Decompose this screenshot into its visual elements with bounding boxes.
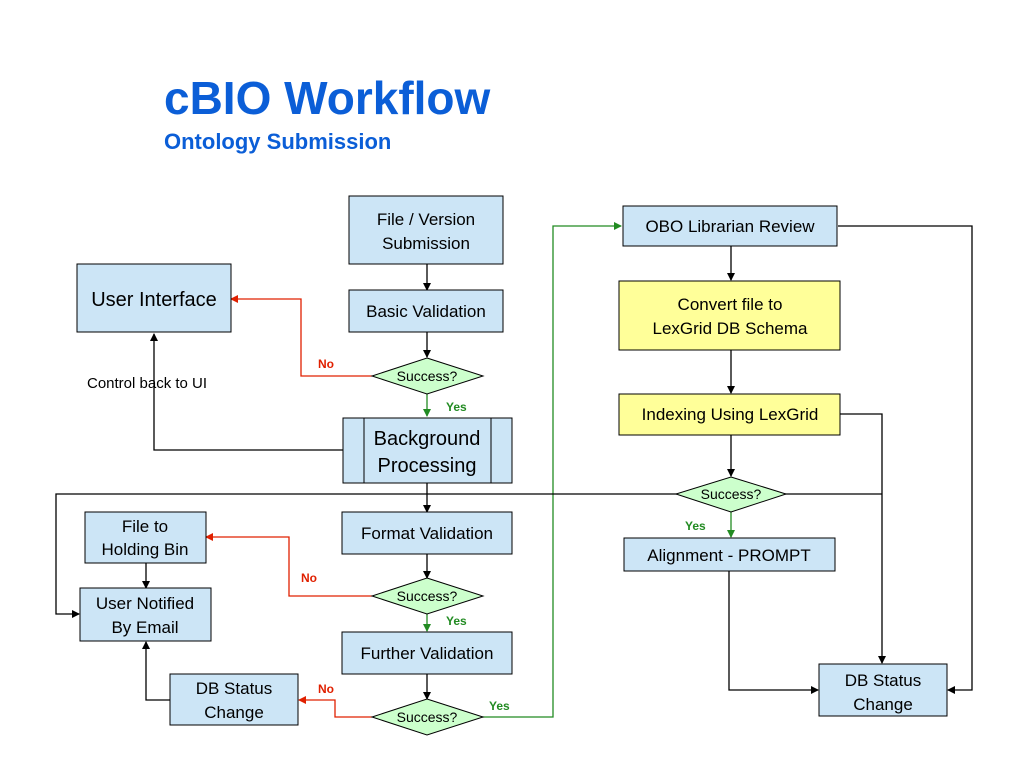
node-indexing: Indexing Using LexGrid <box>618 393 841 436</box>
edge-label-yes: Yes <box>446 400 467 414</box>
node-label: Change <box>204 703 264 722</box>
edge-label-yes: Yes <box>685 519 706 533</box>
node-success-4: Success? <box>674 476 788 513</box>
node-label: Submission <box>382 234 470 253</box>
edge-to-user-notified <box>55 493 882 618</box>
node-label: Background <box>374 428 481 450</box>
edge-label-no: No <box>318 357 334 371</box>
edge-success2-no <box>205 533 372 597</box>
node-label: LexGrid DB Schema <box>653 319 808 338</box>
connectors <box>55 222 973 718</box>
node-label: Basic Validation <box>366 302 486 321</box>
edge-control-back <box>150 333 343 451</box>
node-convert-file: Convert file to LexGrid DB Schema <box>618 280 841 351</box>
node-success-3: Success? <box>370 698 485 736</box>
node-label: User Interface <box>91 289 217 311</box>
node-db-status-change-left: DB Status Change <box>169 673 299 726</box>
node-label: Processing <box>378 455 477 477</box>
node-file-version-submission: File / Version Submission <box>348 195 504 265</box>
edge-label-no: No <box>318 682 334 696</box>
node-label: Success? <box>397 588 458 604</box>
node-label: Format Validation <box>361 524 493 543</box>
edge-alignment-to-db-right <box>728 571 819 694</box>
node-label: Success? <box>397 709 458 725</box>
node-label: Convert file to <box>678 295 783 314</box>
node-success-2: Success? <box>370 577 485 615</box>
node-label: Change <box>853 695 913 714</box>
node-label: File / Version <box>377 210 475 229</box>
node-success-1: Success? <box>370 357 485 395</box>
node-label: OBO Librarian Review <box>645 217 815 236</box>
edge-label-yes: Yes <box>489 699 510 713</box>
node-label: By Email <box>111 618 178 637</box>
node-label: Success? <box>701 486 762 502</box>
node-alignment: Alignment - PROMPT <box>623 537 836 572</box>
node-background-processing: Background Processing <box>342 417 513 484</box>
node-basic-validation: Basic Validation <box>348 289 504 333</box>
edge-label-yes: Yes <box>446 614 467 628</box>
edge-label-control-back: Control back to UI <box>87 375 207 392</box>
node-label: User Notified <box>96 594 194 613</box>
node-label: DB Status <box>845 671 922 690</box>
page-title: cBIO Workflow <box>164 72 491 124</box>
node-label: Alignment - PROMPT <box>647 546 810 565</box>
node-user-notified: User Notified By Email <box>79 587 212 642</box>
node-file-to-holding-bin: File to Holding Bin <box>84 511 207 564</box>
edge-label-no: No <box>301 571 317 585</box>
edge-db-left-to-notified <box>142 641 170 701</box>
node-db-status-change-right: DB Status Change <box>818 663 948 717</box>
node-label: Further Validation <box>361 644 494 663</box>
node-label: Indexing Using LexGrid <box>642 405 819 424</box>
node-obo-librarian-review: OBO Librarian Review <box>622 205 838 247</box>
page-subtitle: Ontology Submission <box>164 129 392 154</box>
edge-index-to-db-right <box>840 413 886 664</box>
node-label: DB Status <box>196 679 273 698</box>
node-label: Holding Bin <box>102 540 189 559</box>
edge-success3-no <box>298 696 372 718</box>
edge-success1-no <box>230 295 372 377</box>
edge-success3-yes <box>482 222 622 718</box>
node-format-validation: Format Validation <box>341 511 513 555</box>
node-label: Success? <box>397 368 458 384</box>
node-user-interface: User Interface <box>76 263 232 333</box>
node-label: File to <box>122 517 168 536</box>
node-further-validation: Further Validation <box>341 631 513 675</box>
edge-obo-to-db-right <box>838 225 973 694</box>
